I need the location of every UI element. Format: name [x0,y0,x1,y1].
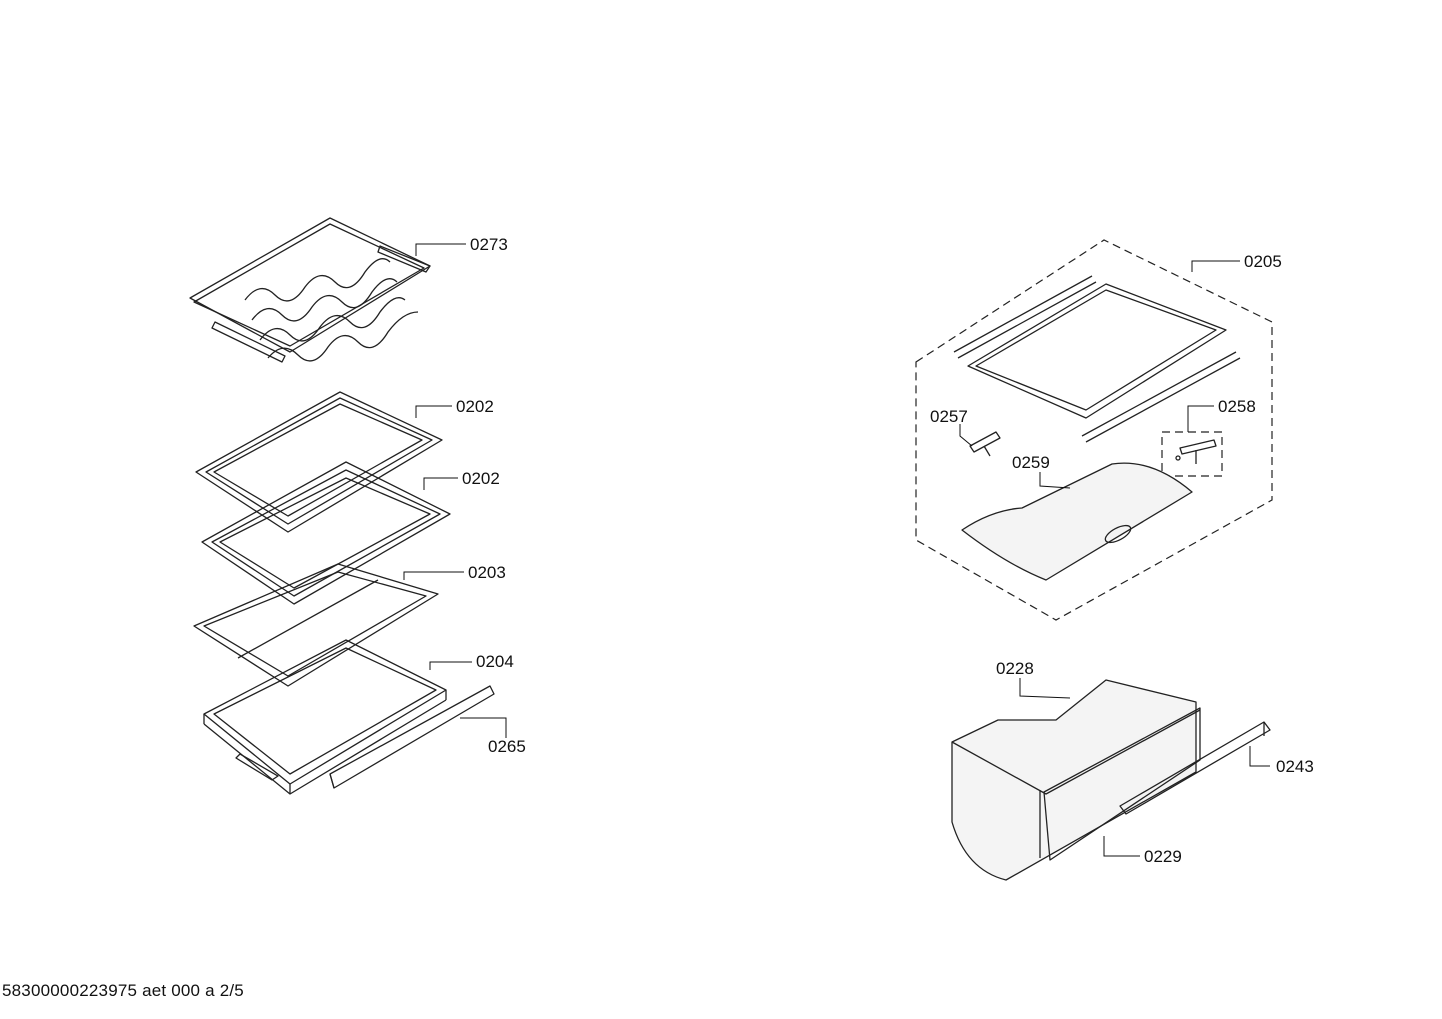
glass-shelf-lower-part [201,461,451,605]
leader-lines [403,243,1270,857]
wine-rack-part [189,217,431,363]
shelf-frame-part [193,563,439,687]
document-footer-code: 58300000223975 aet 000 a 2/5 [2,981,244,1000]
glass-shelf-upper-part [195,391,443,533]
label-0204: 0204 [476,652,514,671]
trim-strip-part [329,685,495,789]
drawer-frame-part [203,639,447,795]
cover-tray-part [961,462,1193,581]
label-0205: 0205 [1244,252,1282,271]
label-0202-upper: 0202 [456,397,494,416]
handle-rail-part [1119,721,1271,815]
label-0229: 0229 [1144,847,1182,866]
label-0243: 0243 [1276,757,1314,776]
part-labels: 0273 0202 0202 0203 0204 0265 0205 0257 … [456,235,1314,866]
label-0202-lower: 0202 [462,469,500,488]
label-0273: 0273 [470,235,508,254]
label-0228: 0228 [996,659,1034,678]
label-0258: 0258 [1218,397,1256,416]
label-0257: 0257 [930,407,968,426]
label-0259: 0259 [1012,453,1050,472]
clip-part [969,431,1001,457]
label-0203: 0203 [468,563,506,582]
bracket-part [1161,431,1223,477]
shelf-assembly-group [915,239,1273,621]
label-0265: 0265 [488,737,526,756]
crisper-drawer-part [951,679,1201,881]
